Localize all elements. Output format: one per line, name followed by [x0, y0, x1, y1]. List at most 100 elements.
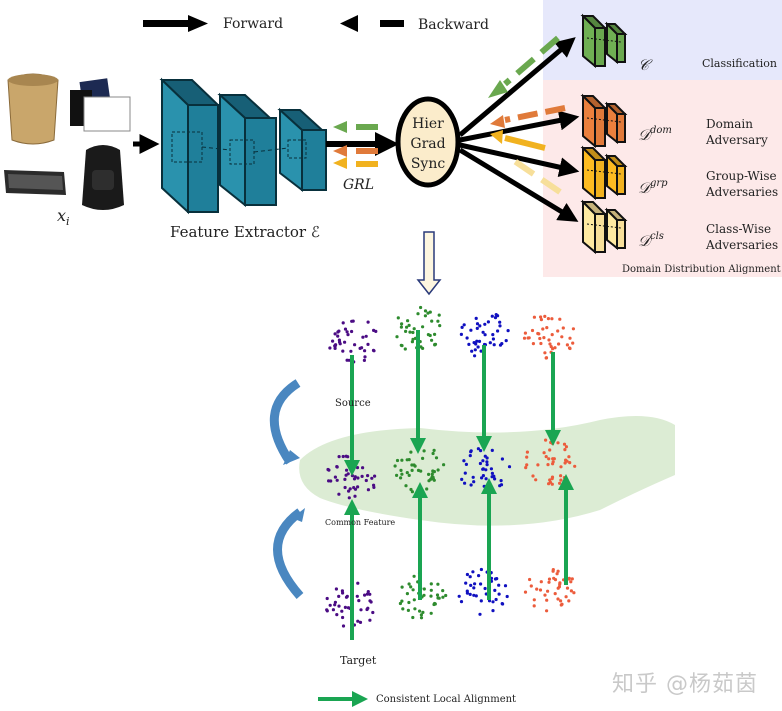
- scatter-point: [490, 475, 494, 479]
- adversary-head-grp: [580, 145, 628, 201]
- scatter-point: [421, 325, 425, 329]
- feature-extractor-label: Feature Extractor ℰ: [170, 223, 320, 241]
- scatter-point: [493, 477, 497, 481]
- scatter-point: [357, 599, 361, 603]
- down-hollow-arrow-icon: [416, 231, 442, 296]
- cluster-computer-source: [459, 313, 510, 358]
- scatter-point: [408, 330, 412, 334]
- class-head-symbol: 𝒟cls: [638, 231, 664, 250]
- scatter-point: [438, 324, 442, 328]
- scatter-point: [532, 598, 536, 602]
- scatter-point: [472, 593, 476, 597]
- scatter-point: [465, 336, 469, 340]
- scatter-point: [359, 608, 363, 612]
- scatter-point: [481, 474, 485, 478]
- heads-backward-arrows: [488, 35, 566, 195]
- scatter-point: [356, 619, 360, 623]
- scatter-point: [409, 450, 413, 454]
- scatter-point: [465, 572, 469, 577]
- consistent-alignment-arrows: [344, 330, 574, 640]
- scatter-point: [491, 337, 495, 341]
- scatter-point: [336, 334, 340, 338]
- scatter-point: [411, 330, 415, 335]
- scatter-point: [419, 345, 423, 349]
- scatter-point: [493, 588, 497, 593]
- scatter-point: [365, 592, 369, 596]
- scatter-point: [419, 305, 423, 310]
- scatter-point: [553, 346, 557, 350]
- forward-legend-arrow-icon: [143, 15, 208, 32]
- scatter-point: [559, 478, 563, 482]
- curved-arrow-lower-icon: [273, 508, 304, 599]
- scatter-point: [471, 570, 475, 574]
- forward-legend-label: Forward: [223, 16, 283, 32]
- scatter-point: [433, 332, 437, 336]
- scatter-point: [405, 471, 409, 475]
- scatter-point: [565, 343, 570, 347]
- scatter-point: [337, 455, 341, 459]
- scatter-point: [485, 460, 489, 464]
- scatter-point: [565, 459, 569, 463]
- scatter-point: [338, 340, 342, 344]
- scatter-point: [535, 587, 539, 591]
- scatter-point: [483, 322, 487, 326]
- scatter-point: [345, 594, 349, 599]
- scatter-point: [434, 456, 439, 460]
- scatter-point: [475, 326, 479, 330]
- scatter-point: [399, 325, 403, 329]
- scatter-point: [552, 576, 556, 580]
- scatter-point: [484, 477, 488, 481]
- scatter-point: [460, 325, 464, 329]
- scatter-point: [401, 607, 405, 611]
- scatter-point: [503, 584, 508, 588]
- scatter-point: [333, 603, 337, 607]
- scatter-point: [431, 451, 435, 456]
- scatter-point: [412, 574, 416, 578]
- scatter-point: [522, 336, 527, 340]
- scatter-point: [469, 583, 473, 588]
- scatter-point: [480, 476, 484, 480]
- watermark: 知乎 @杨茹茵: [612, 672, 758, 697]
- scatter-point: [343, 340, 347, 344]
- scatter-point: [469, 328, 473, 332]
- scatter-point: [490, 314, 494, 318]
- group-head-symbol: 𝒟grp: [638, 178, 668, 197]
- scatter-point: [500, 342, 504, 346]
- cluster-bicycle-source: [522, 314, 576, 360]
- scatter-point: [543, 593, 547, 597]
- scatter-point: [564, 595, 568, 599]
- scatter-point: [347, 358, 351, 362]
- scatter-point: [400, 599, 404, 603]
- scatter-point: [425, 487, 429, 491]
- curved-arrow-upper-icon: [269, 379, 301, 465]
- scatter-point: [534, 478, 538, 482]
- scatter-point: [541, 327, 545, 331]
- scatter-point: [539, 341, 543, 346]
- scatter-point: [539, 315, 543, 319]
- scatter-point: [463, 471, 467, 475]
- scatter-point: [325, 596, 329, 601]
- scatter-point: [407, 473, 411, 477]
- scatter-point: [366, 606, 370, 610]
- scatter-point: [410, 468, 414, 472]
- scatter-point: [366, 474, 370, 478]
- grl-backward-arrows: [333, 121, 378, 169]
- scatter-point: [353, 343, 357, 347]
- scatter-point: [497, 592, 501, 596]
- scatter-point: [558, 581, 562, 585]
- domain-head-symbol: 𝒟dom: [638, 125, 672, 144]
- scatter-point: [341, 349, 345, 353]
- scatter-point: [333, 346, 337, 350]
- scatter-point: [400, 344, 404, 348]
- scatter-point: [558, 481, 562, 485]
- scatter-point: [364, 478, 368, 483]
- scatter-point: [559, 603, 563, 607]
- scatter-point: [567, 599, 571, 603]
- sync-line-1: Hier: [412, 116, 444, 132]
- scatter-point: [543, 314, 547, 318]
- scatter-point: [400, 585, 404, 589]
- scatter-point: [539, 580, 543, 584]
- scatter-point: [346, 333, 350, 337]
- scatter-point: [469, 450, 473, 454]
- conv-block-1: [159, 77, 221, 215]
